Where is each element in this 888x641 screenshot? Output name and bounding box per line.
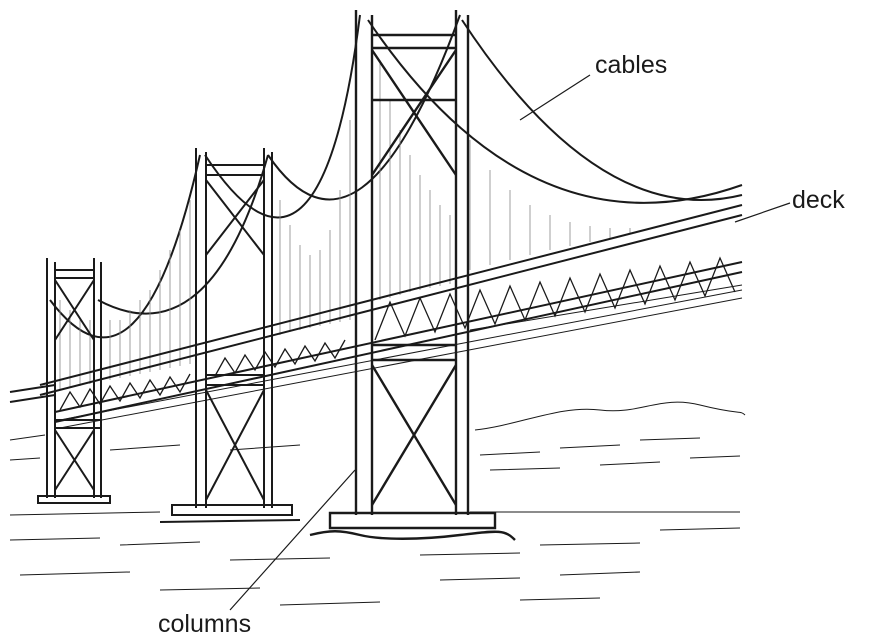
hills [10, 402, 745, 470]
tower-near [310, 10, 515, 540]
label-cables: cables [595, 51, 667, 79]
label-columns: columns [158, 610, 251, 638]
deck-underside [60, 285, 742, 428]
bridge-deck [10, 205, 742, 422]
label-deck: deck [792, 186, 845, 214]
tower-middle [160, 148, 300, 522]
water-lines [10, 512, 740, 605]
